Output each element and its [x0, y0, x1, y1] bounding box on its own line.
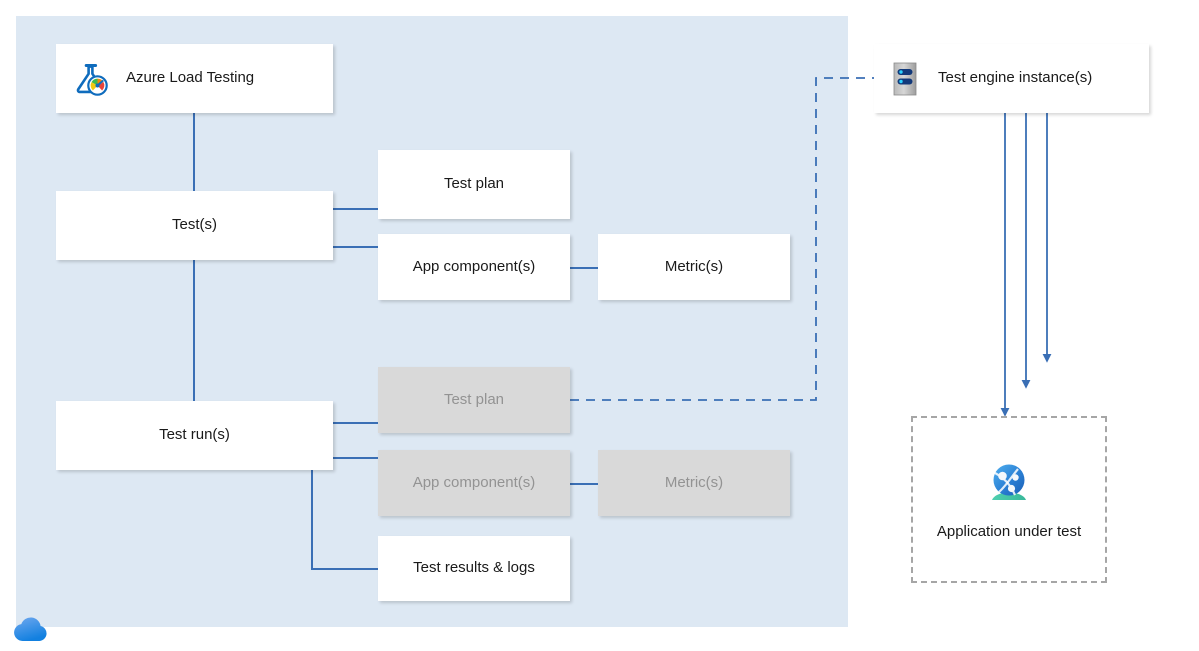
- node-label: Test plan: [443, 175, 505, 193]
- node-label: Metric(s): [664, 257, 724, 275]
- group-application-under-test[interactable]: Application under test: [911, 416, 1107, 583]
- connector-testruns-elbow-vertical: [311, 470, 313, 568]
- node-label: App component(s): [412, 257, 536, 275]
- node-tests[interactable]: Test(s): [56, 191, 333, 260]
- node-label: Test(s): [172, 216, 217, 234]
- connector-run-appcomponents-to-run-metrics: [570, 483, 598, 485]
- node-test-runs[interactable]: Test run(s): [56, 401, 333, 470]
- node-label: Metric(s): [664, 473, 724, 491]
- node-run-app-components[interactable]: App component(s): [378, 450, 570, 516]
- connector-testruns-to-run-testplan: [332, 422, 378, 424]
- connector-tests-to-appcomponents: [332, 246, 378, 248]
- node-label: Test engine instance(s): [938, 69, 1093, 87]
- connector-tests-to-testruns: [193, 260, 195, 401]
- node-run-test-plan[interactable]: Test plan: [378, 367, 570, 433]
- node-test-plan[interactable]: Test plan: [378, 150, 570, 219]
- node-label: Test run(s): [159, 426, 230, 444]
- node-label: Test results & logs: [413, 559, 535, 577]
- node-label: App component(s): [412, 473, 536, 491]
- node-metrics[interactable]: Metric(s): [598, 234, 790, 300]
- server-rack-icon: [888, 59, 922, 99]
- connector-testruns-to-run-appcomponents: [332, 457, 378, 459]
- application-environment-panel: [848, 342, 1199, 651]
- azure-cloud-icon: [10, 612, 56, 644]
- node-azure-load-testing[interactable]: Azure Load Testing: [56, 44, 333, 113]
- group-label: Application under test: [936, 523, 1082, 541]
- flask-gauge-icon: [70, 59, 110, 99]
- globe-network-icon: [982, 456, 1036, 510]
- node-test-results-logs[interactable]: Test results & logs: [378, 536, 570, 601]
- connector-tests-to-testplan: [332, 208, 378, 210]
- node-test-engine-instances[interactable]: Test engine instance(s): [874, 44, 1149, 113]
- connector-appcomponents-to-metrics: [570, 267, 598, 269]
- connector-azure-to-tests: [193, 113, 195, 191]
- node-label: Azure Load Testing: [126, 69, 255, 87]
- node-app-components[interactable]: App component(s): [378, 234, 570, 300]
- node-run-metrics[interactable]: Metric(s): [598, 450, 790, 516]
- connector-testruns-elbow-to-results: [311, 568, 378, 570]
- node-label: Test plan: [443, 390, 505, 408]
